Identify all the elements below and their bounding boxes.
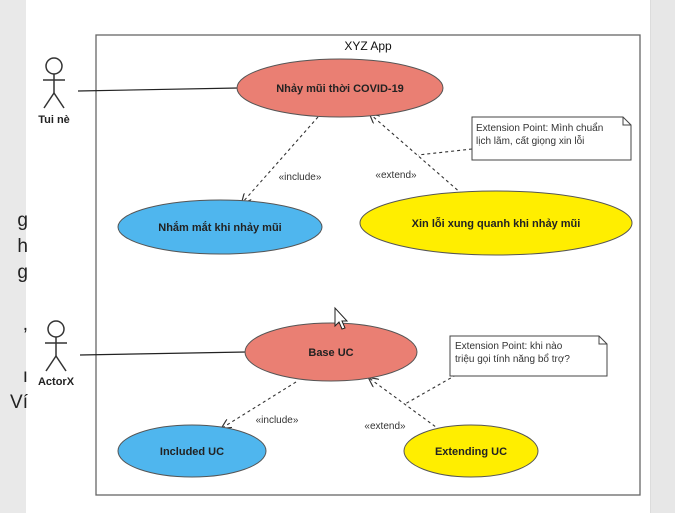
actor-tui-ne[interactable]	[43, 57, 65, 109]
actor-actorx[interactable]	[45, 320, 67, 372]
note-text: Extension Point: khi nào	[455, 341, 563, 352]
system-title: XYZ App	[344, 39, 392, 53]
note-text: lịch lãm, cất giọng xin lỗi	[476, 134, 584, 147]
cropped-text-line: ı	[22, 366, 28, 387]
include-label: «include»	[256, 415, 299, 426]
use-case-label: Nhắm mắt khi nhảy mũi	[158, 221, 281, 234]
note-text: triệu gọi tính năng bổ trợ?	[455, 353, 570, 365]
extend-arrow	[369, 378, 441, 431]
left-panel-strip	[0, 0, 26, 513]
use-case-base-uc[interactable]: Base UC	[244, 322, 418, 382]
use-case-label: Extending UC	[435, 446, 507, 458]
actor-label: Tui nè	[38, 114, 70, 126]
extend-label: «extend»	[375, 170, 417, 181]
association-line	[79, 351, 247, 356]
extend-label: «extend»	[364, 421, 406, 432]
system-boundary	[95, 34, 641, 496]
use-case-label: Nhảy mũi thời COVID-19	[276, 83, 404, 95]
cropped-text-line: g	[17, 262, 28, 283]
association-line	[77, 87, 239, 92]
right-side-panel	[650, 0, 675, 513]
cursor-icon	[334, 306, 349, 330]
use-case-label: Included UC	[160, 446, 224, 458]
use-case-label: Xin lỗi xung quanh khi nhảy mũi	[412, 217, 581, 230]
use-case-label: Base UC	[308, 347, 353, 359]
cropped-text-line: ,	[22, 314, 28, 335]
note-extension-point-1[interactable]: Extension Point: Mình chuẩn lịch lãm, cấ…	[471, 116, 632, 161]
use-case-extending-uc[interactable]: Extending UC	[403, 424, 539, 478]
include-arrow	[222, 381, 297, 428]
use-case-nhay-mui[interactable]: Nhảy mũi thời COVID-19	[236, 58, 444, 118]
note-extension-point-2[interactable]: Extension Point: khi nào triệu gọi tính …	[449, 335, 608, 377]
note-text: Extension Point: Mình chuẩn	[476, 122, 603, 134]
cropped-text-line: Ví	[10, 392, 28, 413]
note-anchor-line	[417, 148, 473, 156]
extend-arrow	[370, 114, 463, 195]
include-label: «include»	[279, 172, 322, 183]
note-anchor-line	[404, 374, 457, 405]
cropped-slide-text: g h g , ı Ví	[0, 208, 28, 416]
use-case-included-uc[interactable]: Included UC	[117, 424, 267, 478]
include-arrow	[242, 116, 319, 203]
use-case-nham-mat[interactable]: Nhắm mắt khi nhảy mũi	[117, 199, 323, 255]
use-case-xin-loi[interactable]: Xin lỗi xung quanh khi nhảy mũi	[359, 190, 633, 256]
actor-label: ActorX	[38, 376, 75, 388]
cropped-text-line: h	[17, 236, 28, 257]
cropped-text-line: g	[17, 210, 28, 231]
